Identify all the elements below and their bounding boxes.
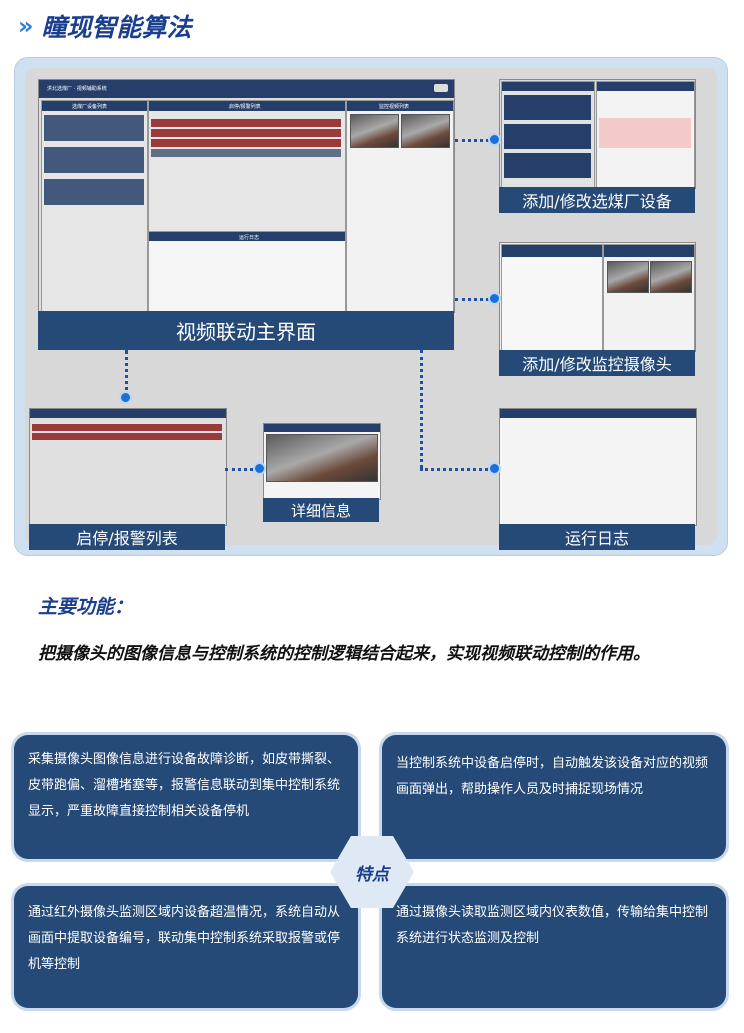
main-caption: 视频联动主界面 <box>38 311 454 350</box>
camera-thumbnail <box>607 261 649 293</box>
connector <box>420 468 494 471</box>
connector-dot <box>488 462 501 475</box>
feature-card: 通过摄像头读取监测区域内仪表数值，传输给集中控制系统进行状态监测及控制 <box>382 886 726 1008</box>
connector-dot <box>488 292 501 305</box>
camera-image <box>266 434 378 482</box>
connector-dot <box>119 391 132 404</box>
detail-screenshot <box>263 423 381 500</box>
system-diagram: 洪北选煤厂 · 视频辅助系统 选煤厂设备列表 启停/报警列表 运行日志 监控视频… <box>14 57 728 556</box>
connector <box>420 350 423 468</box>
app-title: 洪北选煤厂 · 视频辅助系统 <box>47 86 107 92</box>
camera-config-caption: 添加/修改监控摄像头 <box>499 350 695 376</box>
detail-caption: 详细信息 <box>263 498 379 522</box>
connector <box>225 468 259 471</box>
features-description: 把摄像头的图像信息与控制系统的控制逻辑结合起来，实现视频联动控制的作用。 <box>38 644 650 664</box>
connector <box>125 350 128 398</box>
section-header: » 瞳现智能算法 <box>18 8 192 44</box>
feature-card: 通过红外摄像头监测区域内设备超温情况，系统自动从画面中提取设备编号，联动集中控制… <box>14 886 358 1008</box>
features-heading: 主要功能： <box>38 596 134 618</box>
camera-pane: 监控视频列表 <box>346 100 454 312</box>
alarm-pane: 启停/报警列表 运行日志 <box>148 100 346 312</box>
camera-config-screenshot <box>499 242 696 352</box>
camera-thumbnail <box>650 261 692 293</box>
chevron-right-icon: » <box>18 12 33 40</box>
log-screenshot <box>499 408 697 526</box>
connector-dot <box>488 133 501 146</box>
log-caption: 运行日志 <box>499 524 695 550</box>
feature-card: 当控制系统中设备启停时，自动触发该设备对应的视频画面弹出，帮助操作人员及时捕捉现… <box>382 735 726 859</box>
alarm-pane-title: 启停/报警列表 <box>229 104 261 110</box>
badge-label: 特点 <box>355 864 389 885</box>
alarm-list-screenshot <box>29 408 227 526</box>
connector-dot <box>253 462 266 475</box>
plant-device-screenshot <box>499 79 696 189</box>
camera-thumbnail <box>401 114 450 148</box>
plant-device-caption: 添加/修改选煤厂设备 <box>499 187 695 213</box>
connector <box>455 139 495 142</box>
camera-thumbnail <box>350 114 399 148</box>
alarm-list-caption: 启停/报警列表 <box>29 524 225 550</box>
page-title: 瞳现智能算法 <box>41 13 192 42</box>
log-pane-title: 运行日志 <box>239 235 260 241</box>
main-screenshot: 洪北选煤厂 · 视频辅助系统 选煤厂设备列表 启停/报警列表 运行日志 监控视频… <box>38 79 455 313</box>
connector <box>455 298 495 301</box>
feature-card: 采集摄像头图像信息进行设备故障诊断，如皮带撕裂、皮带跑偏、溜槽堵塞等，报警信息联… <box>14 735 358 859</box>
plant-pane-title: 选煤厂设备列表 <box>72 104 108 110</box>
plant-device-pane: 选煤厂设备列表 <box>41 100 148 312</box>
app-button <box>434 84 448 92</box>
features-badge: 特点 <box>330 836 414 908</box>
camera-pane-title: 监控视频列表 <box>379 104 410 110</box>
